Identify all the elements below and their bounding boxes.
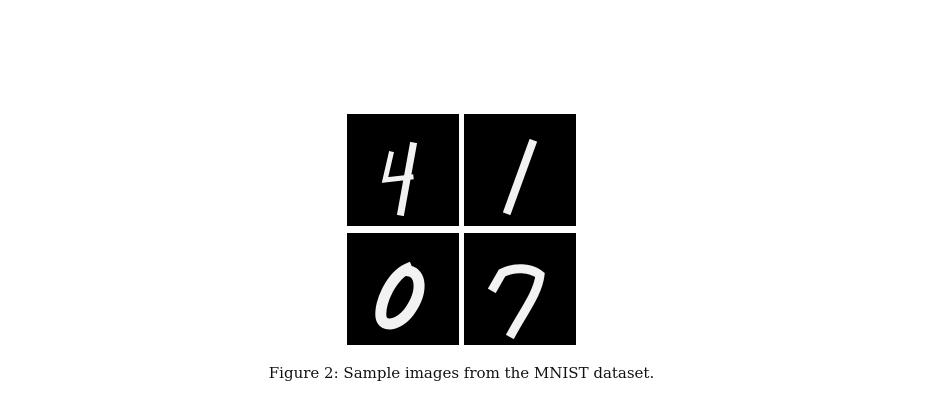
mnist-digit-7-image: [464, 233, 576, 345]
mnist-digit-0-image: [347, 233, 459, 345]
digit-0-drawing: [375, 261, 425, 330]
digit-1-drawing: [502, 138, 538, 216]
mnist-sample-grid: [347, 114, 576, 345]
mnist-digit-1-image: [464, 114, 576, 226]
figure-caption: Figure 2: Sample images from the MNIST d…: [268, 364, 655, 382]
mnist-digit-4-image: [347, 114, 459, 226]
digit-7-drawing: [487, 264, 545, 340]
digit-4-drawing: [381, 141, 418, 217]
